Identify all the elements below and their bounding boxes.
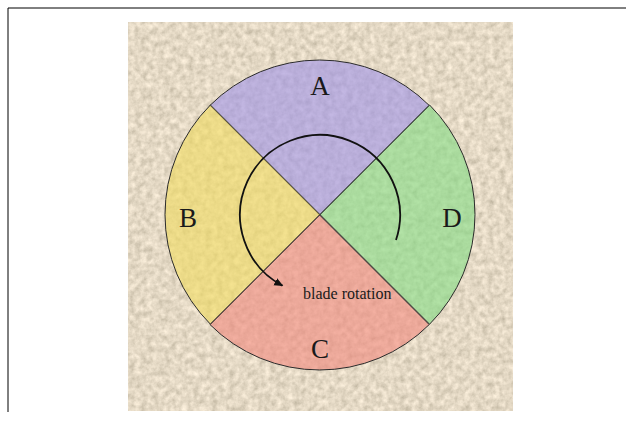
sector-letter: A [310,73,330,100]
frame-line [8,8,9,412]
sector-letter: C [311,336,329,363]
sector-fill [210,215,429,370]
sector-letter: D [442,204,462,231]
sector-letter: B [179,204,197,231]
sector-fill [210,60,429,215]
frame-line [8,8,626,9]
rotation-label: blade rotation [303,285,391,303]
carpet-texture [128,22,513,411]
